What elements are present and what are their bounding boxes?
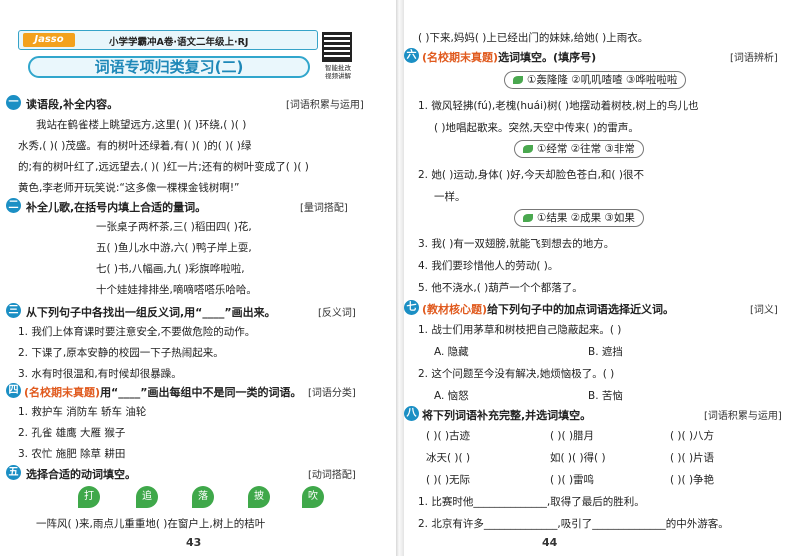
section-title: (名校期末真题)选词填空。(填序号) xyxy=(422,51,597,64)
question-line: 5. 他不浇水,( )葫芦一个个都落了。 xyxy=(418,282,583,294)
question-line: 3. 我( )有一双翅膀,就能飞到想去的地方。 xyxy=(418,238,615,250)
section-number: 一 xyxy=(6,95,21,110)
page-number: 44 xyxy=(542,536,558,549)
section-number: 五 xyxy=(6,465,21,480)
word-leaf: 吹 xyxy=(302,486,324,508)
leaf-icon xyxy=(523,145,533,153)
paragraph-line: 黄色,李老师开玩笑说:“这多像一棵棵金钱树啊!” xyxy=(18,182,240,194)
question-line: 2. 这个问题至今没有解决,她烦恼极了。( ) xyxy=(418,368,615,380)
question-line: ( )地唱起歌来。突然,天空中传来( )的雷声。 xyxy=(434,122,639,134)
question-line: 1. 比赛时他______________,取得了最后的胜利。 xyxy=(418,496,645,508)
section-category: [词语辨析] xyxy=(730,53,778,64)
word-leaf: 打 xyxy=(78,486,100,508)
section-number: 三 xyxy=(6,303,21,318)
leaf-icon xyxy=(523,214,533,222)
section-category: [量词搭配] xyxy=(300,203,348,214)
section-category: [动词搭配] xyxy=(308,470,356,481)
poem-line: 七( )书,八幅画,九( )彩旗哗啦啦, xyxy=(96,263,245,275)
poem-line: 五( )鱼儿水中游,六( )鸭子岸上耍, xyxy=(96,242,252,254)
word-leaf: 追 xyxy=(136,486,158,508)
section-title: (名校期末真题)用“____”画出每组中不是同一类的词语。 xyxy=(24,386,302,399)
section-category: [词语积累与运用] xyxy=(704,411,782,422)
poem-line: 一张桌子两杯茶,三( )稻田四( )花, xyxy=(96,221,252,233)
exam-tag: (名校期末真题) xyxy=(422,51,499,64)
question-line: 2. 北京有许多______________,吸引了______________… xyxy=(418,518,729,530)
qr-caption: 智能批改 视频讲解 xyxy=(325,64,351,80)
question-line: 1. 救护车 消防车 轿车 油轮 xyxy=(18,406,147,418)
idiom-cell: ( )( )争艳 xyxy=(670,474,715,486)
section-category: [词语积累与运用] xyxy=(286,100,364,111)
page-number: 43 xyxy=(186,536,202,549)
book-gutter xyxy=(396,0,404,556)
word-leaf: 落 xyxy=(192,486,214,508)
question-line: 4. 我们要珍惜他人的劳动( )。 xyxy=(418,260,559,272)
question-line: ( )下来,妈妈( )上已经出门的妹妹,给她( )上雨衣。 xyxy=(418,32,649,44)
paragraph-line: 水秀,( )( )茂盛。有的树叶还绿着,有( )( )的( )( )绿 xyxy=(18,140,252,152)
question-line: 一阵风( )来,雨点儿重重地( )在窗户上,树上的桔叶 xyxy=(36,518,266,530)
section-number: 四 xyxy=(6,383,21,398)
section-title: 将下列词语补充完整,并选词填空。 xyxy=(422,409,592,422)
textbook-tag: (教材核心题) xyxy=(422,303,488,316)
section-title: 从下列句子中各找出一组反义词,用“____”画出来。 xyxy=(26,306,276,319)
idiom-cell: ( )( )雷鸣 xyxy=(550,474,595,486)
brand-logo: Jasso xyxy=(23,33,75,47)
qr-code-icon[interactable] xyxy=(322,32,352,62)
idiom-cell: 如( )( )得( ) xyxy=(550,452,606,464)
section-number: 二 xyxy=(6,198,21,213)
section-title: (教材核心题)给下列句子中的加点词语选择近义词。 xyxy=(422,303,675,316)
idiom-cell: 冰天( )( ) xyxy=(426,452,471,464)
header-bar: Jasso 小学学霸冲A卷·语文二年级上·RJ xyxy=(18,30,318,50)
idiom-cell: ( )( )无际 xyxy=(426,474,471,486)
answer-option: A. 恼怒 xyxy=(434,390,469,402)
leaf-icon xyxy=(513,76,523,84)
paragraph-line: 的;有的树叶红了,远远望去,( )( )红一片;还有的树叶变成了( )( ) xyxy=(18,161,309,173)
question-line: 1. 战士们用茅草和树枝把自己隐蔽起来。( ) xyxy=(418,324,622,336)
question-line: 1. 微风轻拂(fú),老槐(huái)树( )地摆动着树枝,树上的鸟儿也 xyxy=(418,100,699,112)
paragraph-line: 我站在鹤雀楼上眺望远方,这里( )( )环绕,( )( ) xyxy=(36,119,247,131)
idiom-cell: ( )( )古迹 xyxy=(426,430,471,442)
word-leaf: 披 xyxy=(248,486,270,508)
section-title: 补全儿歌,在括号内填上合适的量词。 xyxy=(26,201,207,214)
left-page: Jasso 小学学霸冲A卷·语文二年级上·RJ 智能批改 视频讲解 词语专项归类… xyxy=(0,0,396,556)
answer-option: B. 遮挡 xyxy=(588,346,623,358)
question-line: 1. 我们上体育课时要注意安全,不要做危险的动作。 xyxy=(18,326,256,338)
section-category: [反义词] xyxy=(318,308,356,319)
page-title: 词语专项归类复习(二) xyxy=(28,56,310,78)
question-line: 2. 孔雀 雄鹰 大雁 猴子 xyxy=(18,427,126,439)
option-box: ①经常 ②往常 ③非常 xyxy=(514,140,644,158)
section-category: [词语分类] xyxy=(308,388,356,399)
exam-tag: (名校期末真题) xyxy=(24,386,101,399)
section-title: 选择合适的动词填空。 xyxy=(26,468,136,481)
section-title: 读语段,补全内容。 xyxy=(26,98,119,111)
answer-option: A. 隐藏 xyxy=(434,346,469,358)
section-number: 七 xyxy=(404,300,419,315)
idiom-cell: ( )( )片语 xyxy=(670,452,715,464)
section-number: 八 xyxy=(404,406,419,421)
answer-option: B. 苦恼 xyxy=(588,390,623,402)
option-box: ①结果 ②成果 ③如果 xyxy=(514,209,644,227)
poem-line: 十个娃娃排排坐,嘀嘀嗒嗒乐哈哈。 xyxy=(96,284,257,296)
book-title: 小学学霸冲A卷·语文二年级上·RJ xyxy=(109,37,249,48)
idiom-cell: ( )( )腊月 xyxy=(550,430,595,442)
section-number: 六 xyxy=(404,48,419,63)
option-box: ①轰隆隆 ②叽叽喳喳 ③哗啦啦啦 xyxy=(504,71,687,89)
question-line: 3. 农忙 施肥 除草 耕田 xyxy=(18,448,126,460)
right-page: ( )下来,妈妈( )上已经出门的妹妹,给她( )上雨衣。 六 (名校期末真题)… xyxy=(404,0,800,556)
question-line: 2. 下课了,原本安静的校园一下子热闹起来。 xyxy=(18,347,224,359)
section-category: [词义] xyxy=(750,305,778,316)
question-line: 一样。 xyxy=(434,191,466,203)
question-line: 2. 她( )运动,身体( )好,今天却脸色苍白,和( )很不 xyxy=(418,169,644,181)
idiom-cell: ( )( )八方 xyxy=(670,430,715,442)
question-line: 3. 水有时很温和,有时候却很暴躁。 xyxy=(18,368,182,380)
